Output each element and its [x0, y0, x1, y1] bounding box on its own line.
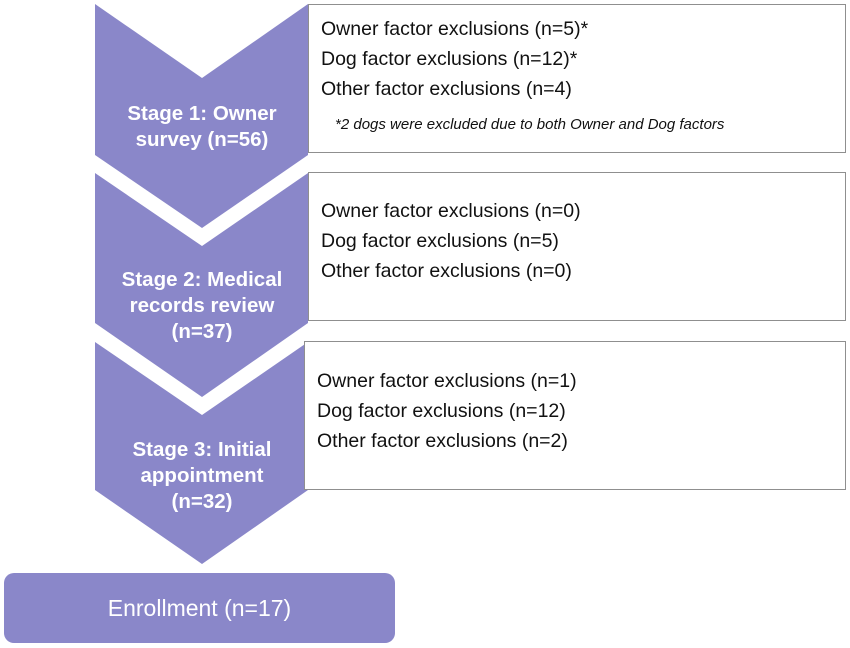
stage-1-label-line-1: Stage 1: Owner — [127, 102, 277, 125]
stage-2-label-line-2: records review — [129, 294, 275, 317]
stage-1-chevron — [95, 4, 308, 228]
stage-3-exclusions-box: Owner factor exclusions (n=1) Dog factor… — [304, 341, 846, 490]
stage-1-owner-exclusions: Owner factor exclusions (n=5)* — [321, 18, 589, 40]
stage-1-exclusions-box: Owner factor exclusions (n=5)* Dog facto… — [308, 4, 846, 153]
enrollment-label: Enrollment (n=17) — [107, 594, 292, 621]
stage-1-dog-exclusions: Dog factor exclusions (n=12)* — [321, 48, 578, 70]
stage-3-owner-exclusions: Owner factor exclusions (n=1) — [317, 370, 577, 392]
stage-3-label-line-3: (n=32) — [171, 490, 233, 513]
stage-1-label: Stage 1: Owner survey (n=56) — [95, 101, 309, 153]
stage-3-dog-exclusions: Dog factor exclusions (n=12) — [317, 400, 566, 422]
stage-1-label-line-2: survey (n=56) — [135, 128, 269, 151]
stage-3-label-line-2: appointment — [140, 464, 264, 487]
stage-2-label: Stage 2: Medical records review (n=37) — [95, 267, 309, 345]
stage-3-other-exclusions: Other factor exclusions (n=2) — [317, 430, 568, 452]
stage-2-label-line-1: Stage 2: Medical — [121, 268, 283, 291]
stage-2-exclusions-box: Owner factor exclusions (n=0) Dog factor… — [308, 172, 846, 321]
stage-1-other-exclusions: Other factor exclusions (n=4) — [321, 78, 572, 100]
stage-2-dog-exclusions: Dog factor exclusions (n=5) — [321, 230, 559, 252]
stage-2-owner-exclusions: Owner factor exclusions (n=0) — [321, 200, 581, 222]
stage-2-chevron — [95, 173, 308, 397]
stage-3-chevron — [95, 342, 308, 564]
enrollment-box: Enrollment (n=17) — [4, 573, 395, 643]
stage-2-label-line-3: (n=37) — [171, 320, 233, 343]
stage-1-notch — [95, 4, 308, 78]
stage-3-label-line-1: Stage 3: Initial — [132, 438, 272, 461]
stage-1-footnote: *2 dogs were excluded due to both Owner … — [335, 116, 725, 133]
stage-3-label: Stage 3: Initial appointment (n=32) — [95, 437, 309, 515]
stage-2-other-exclusions: Other factor exclusions (n=0) — [321, 260, 572, 282]
